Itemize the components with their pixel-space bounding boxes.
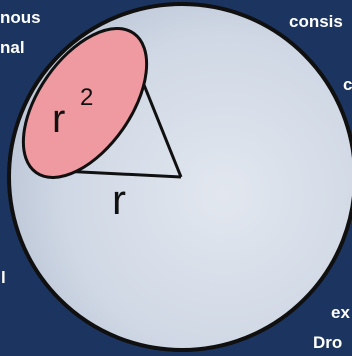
edge-text-bottom-right-2: Dro (313, 333, 343, 352)
area-label-base: r (52, 97, 65, 141)
radius-label: r (112, 176, 126, 223)
area-label: r (52, 97, 65, 141)
edge-text-top-left-2: nal (0, 38, 25, 57)
edge-text-top-left-1: nous (0, 8, 41, 27)
edge-text-top-right-1: consis (289, 12, 343, 31)
area-label-exponent: 2 (80, 84, 93, 111)
edge-text-top-right-2: c (343, 75, 352, 94)
spherical-cap (21, 27, 149, 179)
edge-text-bottom-right-1: ex (331, 303, 350, 322)
edge-text-bottom-left: l (1, 268, 6, 287)
